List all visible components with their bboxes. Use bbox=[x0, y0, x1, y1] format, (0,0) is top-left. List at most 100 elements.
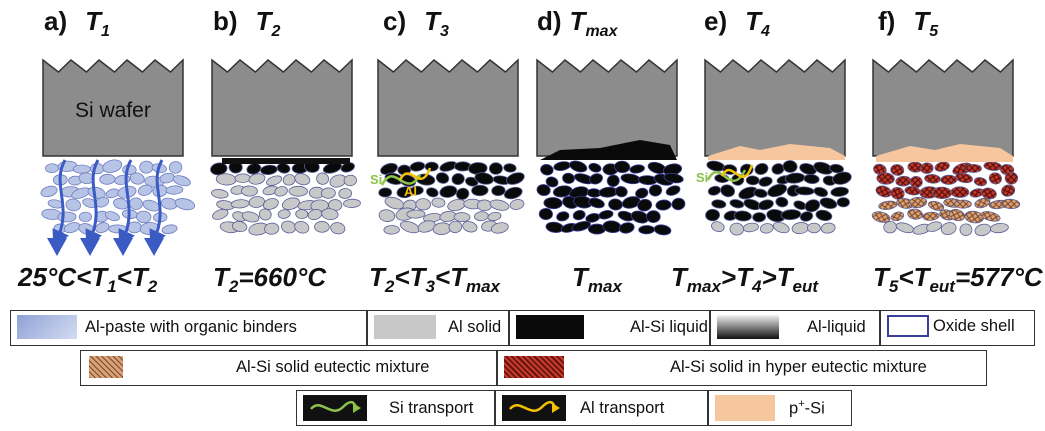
particle-group bbox=[40, 159, 1021, 237]
particle bbox=[745, 175, 760, 186]
particle bbox=[711, 199, 727, 209]
particle bbox=[598, 210, 614, 220]
particle bbox=[791, 222, 810, 235]
particle bbox=[487, 211, 502, 222]
particle bbox=[1001, 198, 1021, 210]
particle bbox=[439, 185, 458, 198]
panel-temp: T2 bbox=[255, 6, 281, 41]
particle bbox=[614, 186, 628, 198]
al-transport-swatch bbox=[502, 395, 566, 421]
panel-e-title: e)T4 bbox=[704, 6, 770, 41]
particle bbox=[1001, 184, 1016, 197]
particle bbox=[338, 188, 353, 199]
panel-temp: T1 bbox=[85, 6, 110, 41]
particle bbox=[711, 221, 725, 233]
particle bbox=[780, 209, 802, 221]
panel-letter: f) bbox=[878, 6, 896, 36]
particle bbox=[78, 211, 93, 223]
particle bbox=[453, 212, 471, 222]
particle bbox=[262, 198, 279, 210]
particle bbox=[759, 223, 774, 234]
panel-temp: T4 bbox=[745, 6, 770, 41]
particle bbox=[556, 211, 570, 222]
particle bbox=[589, 173, 603, 185]
panel-temp: T3 bbox=[424, 6, 449, 41]
condition-d: Tmax bbox=[572, 262, 622, 297]
legend-oxide-shell: Oxide shell bbox=[887, 315, 1015, 337]
particle bbox=[399, 220, 420, 234]
particle bbox=[655, 199, 672, 211]
legend-row-2: Al-Si solid eutectic mixture Al-Si solid… bbox=[80, 350, 987, 386]
particle bbox=[553, 161, 571, 171]
si-wafer bbox=[211, 58, 353, 157]
particle bbox=[129, 197, 143, 210]
particle bbox=[260, 164, 278, 175]
particle bbox=[114, 174, 131, 185]
particle bbox=[836, 197, 850, 208]
particle bbox=[282, 174, 296, 186]
legend-row-3: Si transport Al transport p+-Si bbox=[296, 390, 852, 426]
particle bbox=[950, 186, 970, 198]
particle bbox=[168, 161, 183, 174]
melt-layer bbox=[540, 140, 677, 160]
particle bbox=[321, 208, 339, 220]
particle bbox=[720, 184, 736, 198]
panel-letter: b) bbox=[213, 6, 238, 36]
arrow-head bbox=[80, 238, 100, 256]
particle bbox=[799, 211, 814, 222]
particle bbox=[45, 163, 59, 174]
particle bbox=[878, 200, 898, 210]
al-transport-arrow-icon bbox=[509, 400, 560, 413]
legend-hyper-eutectic: Al-Si solid in hyper eutectic mixture bbox=[504, 356, 927, 378]
particle bbox=[807, 222, 821, 234]
particle bbox=[729, 222, 744, 236]
si-wafer bbox=[872, 58, 1014, 157]
particle bbox=[343, 198, 361, 208]
particle bbox=[959, 223, 973, 236]
condition-f: T5<Teut=577°C bbox=[873, 262, 1043, 297]
al-liquid-swatch bbox=[717, 315, 779, 339]
particle bbox=[974, 223, 992, 237]
particle bbox=[471, 184, 489, 197]
particle bbox=[294, 221, 310, 234]
particle bbox=[653, 224, 672, 236]
particle bbox=[264, 222, 280, 235]
legend-eutectic: Al-Si solid eutectic mixture bbox=[89, 356, 429, 378]
particle bbox=[316, 172, 329, 185]
particle bbox=[105, 211, 120, 221]
particle bbox=[215, 173, 237, 186]
particle bbox=[462, 221, 478, 233]
particle bbox=[294, 173, 311, 186]
particle bbox=[871, 211, 891, 223]
particle bbox=[426, 187, 439, 198]
particle bbox=[895, 222, 915, 234]
particle bbox=[890, 211, 905, 222]
particle bbox=[767, 183, 788, 198]
particle bbox=[629, 164, 645, 174]
particle bbox=[974, 197, 991, 209]
particle bbox=[934, 161, 950, 172]
particle bbox=[638, 225, 655, 235]
particle bbox=[646, 210, 661, 223]
diffusion-arrow bbox=[118, 159, 135, 249]
particle bbox=[102, 159, 123, 173]
panel-a-title: a)T1 bbox=[44, 6, 110, 41]
particle bbox=[663, 172, 684, 184]
particle bbox=[536, 184, 551, 197]
particle bbox=[619, 222, 635, 234]
al-label: Al bbox=[404, 184, 417, 199]
particle bbox=[378, 209, 396, 222]
panel-temp: Tmax bbox=[569, 6, 618, 41]
legend-p-si: p+-Si bbox=[715, 395, 825, 421]
particle bbox=[832, 171, 852, 185]
particle bbox=[931, 186, 952, 200]
particle bbox=[804, 199, 821, 213]
al-si-liquid-swatch bbox=[516, 315, 584, 339]
particle bbox=[545, 176, 559, 188]
particle bbox=[295, 209, 309, 219]
particle bbox=[406, 209, 426, 219]
particle bbox=[431, 197, 446, 208]
p-si-label: p+-Si bbox=[789, 397, 825, 418]
